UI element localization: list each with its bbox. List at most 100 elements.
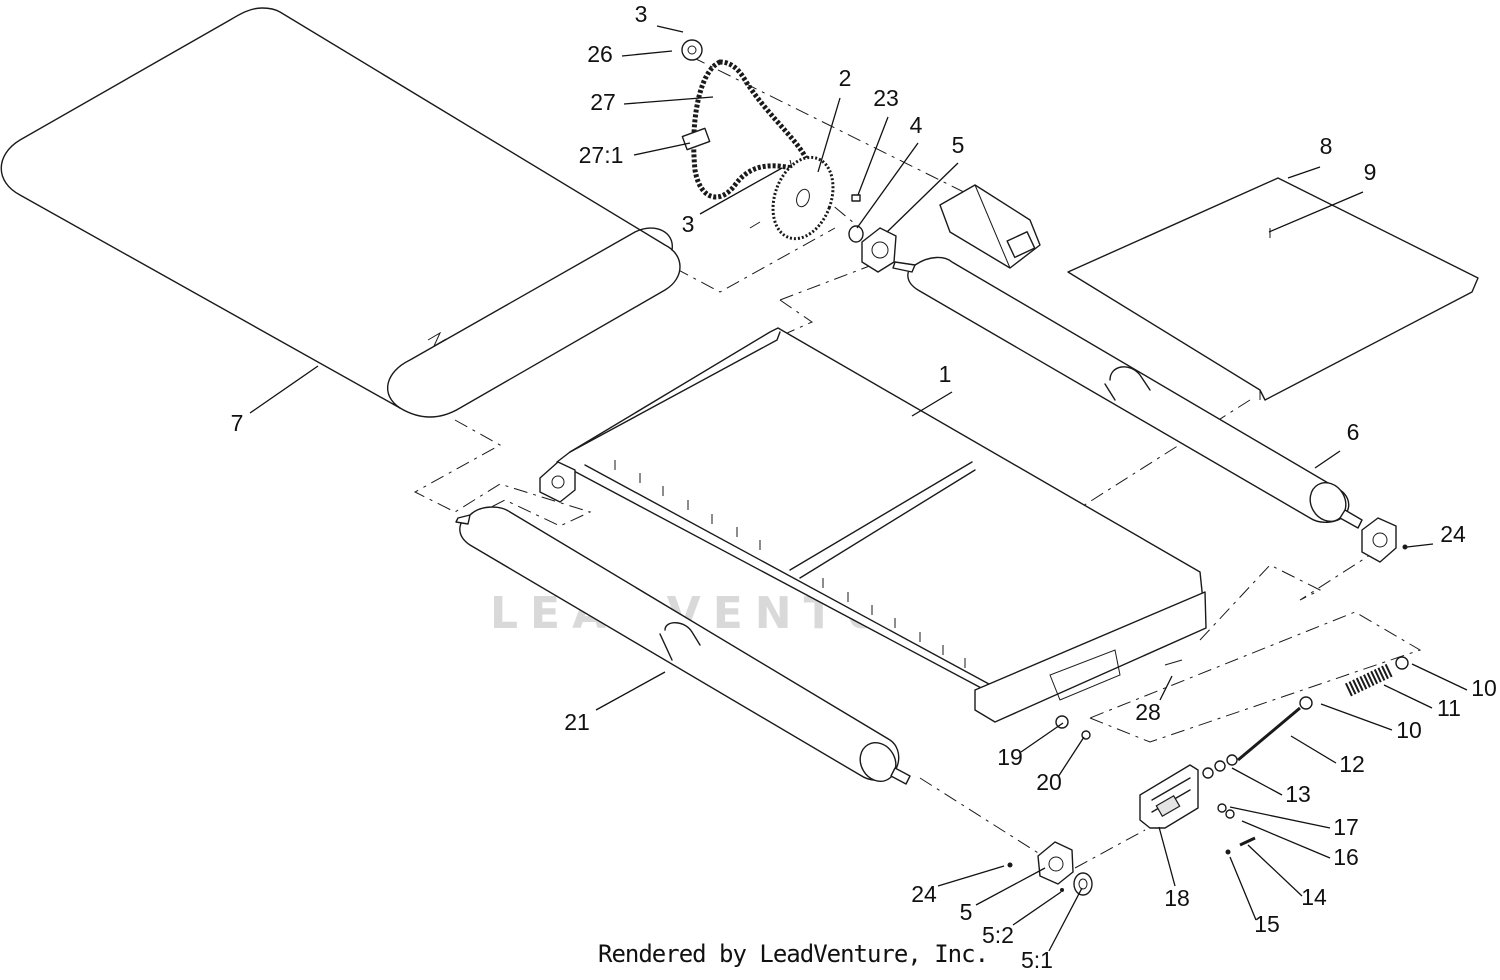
small-sprocket xyxy=(681,39,703,61)
callout-number[interactable]: 17 xyxy=(1333,814,1359,840)
callout-number[interactable]: 2 xyxy=(839,65,852,91)
callout-number[interactable]: 20 xyxy=(1036,769,1062,795)
leader-line xyxy=(857,116,889,196)
callout-number[interactable]: 10 xyxy=(1471,675,1497,701)
chain-master-link xyxy=(681,127,711,151)
retaining-pin xyxy=(1164,659,1183,666)
callout-number[interactable]: 28 xyxy=(1135,699,1161,725)
callout-number[interactable]: 1 xyxy=(939,361,952,387)
leader-line xyxy=(1241,820,1331,859)
render-credit: Rendered by LeadVenture, Inc. xyxy=(598,940,989,968)
leader-line xyxy=(1411,663,1468,691)
drive-roller xyxy=(892,256,1363,529)
callout-number[interactable]: 5:2 xyxy=(982,922,1014,948)
tension-rod xyxy=(1237,706,1301,762)
conveyor-belt xyxy=(0,7,681,418)
leader-line xyxy=(595,671,666,711)
callout-number[interactable]: 12 xyxy=(1339,751,1365,777)
leader-line xyxy=(1314,450,1341,469)
flange-bearing-right xyxy=(1361,517,1397,563)
callout-number[interactable]: 15 xyxy=(1254,911,1280,937)
leader-line xyxy=(1406,543,1434,548)
belt-direction-arrow-icon xyxy=(427,331,447,348)
callout-number[interactable]: 26 xyxy=(587,41,613,67)
leader-line xyxy=(1229,806,1331,829)
leader-line xyxy=(621,50,673,57)
callout-number[interactable]: 24 xyxy=(911,881,937,907)
nut-small xyxy=(1225,849,1231,855)
callout-number[interactable]: 5 xyxy=(960,899,973,925)
frame-mounting-screws xyxy=(614,460,966,668)
flat-washer xyxy=(1217,803,1227,813)
leader-line xyxy=(1383,684,1433,709)
setscrew-top xyxy=(789,159,793,169)
callout-number[interactable]: 10 xyxy=(1396,717,1422,743)
callout-number[interactable]: 14 xyxy=(1301,884,1327,910)
bearing-collar xyxy=(1073,872,1093,896)
assembly-lines xyxy=(413,56,1422,871)
leader-line xyxy=(1158,826,1176,887)
callout-number[interactable]: 5:1 xyxy=(1021,947,1053,973)
grease-fitting xyxy=(1060,888,1064,892)
callout-number[interactable]: 18 xyxy=(1164,885,1190,911)
leader-line xyxy=(886,162,959,233)
callout-number[interactable]: 3 xyxy=(682,211,695,237)
leader-line xyxy=(1159,675,1173,701)
lock-washer xyxy=(1225,809,1235,819)
bolt xyxy=(1239,836,1256,847)
bearing-bolt xyxy=(1402,544,1408,550)
leader-line xyxy=(1231,767,1283,796)
spring-washer-lower xyxy=(1299,696,1313,710)
callout-number[interactable]: 19 xyxy=(997,744,1023,770)
leader-line xyxy=(937,865,1005,887)
callout-number[interactable]: 16 xyxy=(1333,844,1359,870)
callout-number[interactable]: 8 xyxy=(1320,133,1333,159)
leader-line xyxy=(911,391,953,417)
callout-number[interactable]: 27:1 xyxy=(579,142,624,168)
callout-number[interactable]: 21 xyxy=(564,709,590,735)
flange-bearing-top xyxy=(861,227,897,273)
leader-line xyxy=(856,142,919,229)
drive-motor xyxy=(939,184,1041,269)
callout-number[interactable]: 23 xyxy=(873,85,899,111)
callout-number[interactable]: 11 xyxy=(1437,695,1461,721)
callout-number[interactable]: 6 xyxy=(1347,419,1360,445)
callout-number[interactable]: 24 xyxy=(1440,521,1466,547)
leader-line xyxy=(1048,887,1083,952)
leader-line xyxy=(1247,844,1303,897)
callout-number[interactable]: 27 xyxy=(590,89,616,115)
leader-line xyxy=(1229,856,1257,921)
callout-number[interactable]: 13 xyxy=(1285,781,1311,807)
hex-nuts xyxy=(1202,754,1238,779)
slider-bed-cover-plate xyxy=(1067,177,1479,401)
leader-line xyxy=(1012,891,1062,926)
leader-line xyxy=(817,97,841,173)
leader-line xyxy=(1320,703,1393,731)
key xyxy=(851,194,861,202)
setscrew xyxy=(749,221,761,229)
callout-number[interactable]: 3 xyxy=(635,1,648,27)
leader-line xyxy=(1290,735,1337,764)
leader-line xyxy=(1020,722,1064,753)
flange-bearing-left xyxy=(539,461,576,503)
collar xyxy=(848,225,864,243)
flange-bearing-bottom xyxy=(1037,841,1074,885)
leader-line xyxy=(656,25,684,33)
leader-lines xyxy=(249,25,1468,952)
leader-line xyxy=(1057,736,1085,778)
leader-line xyxy=(249,365,319,414)
large-sprocket xyxy=(771,155,835,241)
tail-roller xyxy=(455,506,911,785)
compression-spring xyxy=(1344,663,1394,697)
callout-number[interactable]: 5 xyxy=(952,132,965,158)
leader-line xyxy=(1287,166,1321,179)
spring-washer-upper xyxy=(1395,656,1409,670)
take-up-bracket xyxy=(1139,764,1199,829)
callout-number[interactable]: 7 xyxy=(231,410,244,436)
callout-number[interactable]: 4 xyxy=(910,112,923,138)
conveyor-frame xyxy=(556,327,1207,723)
callout-number[interactable]: 9 xyxy=(1364,159,1377,185)
leader-line xyxy=(633,142,691,156)
